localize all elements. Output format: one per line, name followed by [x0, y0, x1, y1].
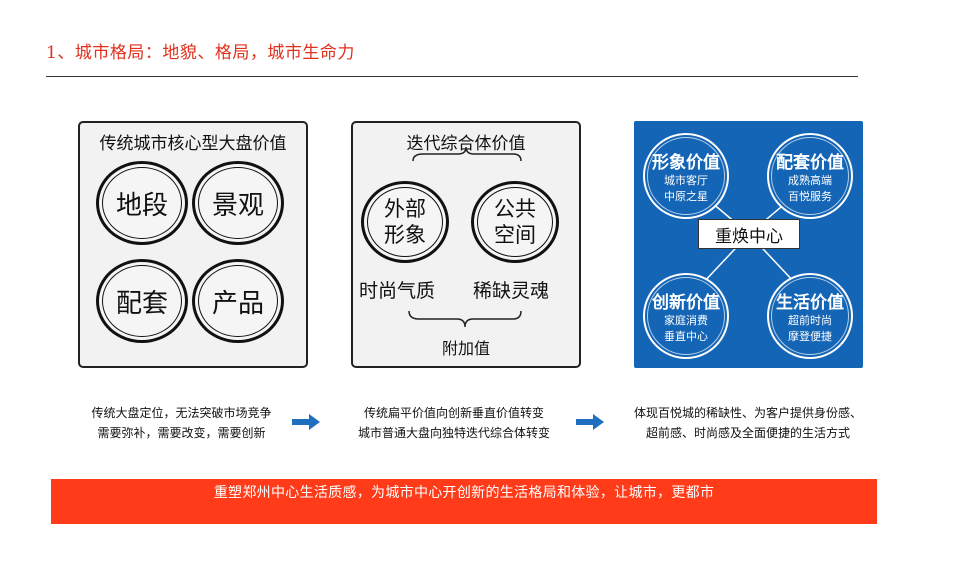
panel-revitalize-center: 形象价值 城市客厅 中原之星 配套价值 成熟高端 百悦服务 创新价值 家庭消费 …: [634, 121, 863, 368]
circle-location: 地段: [96, 161, 188, 245]
caption-2: 传统扁平价值向创新垂直价值转变 城市普通大盘向独特迭代综合体转变: [357, 406, 550, 440]
panel-complex-value: 迭代综合体价值 外部形象 公共空间 时尚气质 稀缺灵魂 附加值: [351, 121, 581, 368]
node-image-value: 形象价值 城市客厅 中原之星: [643, 133, 729, 219]
summary-banner: 重塑郑州中心生活质感，为城市中心开创新的生活格局和体验，让城市，更都市: [51, 479, 877, 524]
panel-heading: 迭代综合体价值: [406, 134, 526, 154]
arrow-right-icon: [576, 414, 604, 430]
circle-public-space: 公共空间: [471, 181, 559, 263]
caption-3: 体现百悦城的稀缺性、为客户提供身份感、 超前感、时尚感及全面便捷的生活方式: [633, 406, 862, 440]
caption-1: 传统大盘定位，无法突破市场竞争 需要弥补，需要改变，需要创新: [91, 406, 272, 440]
bracket-lines: [408, 146, 522, 328]
sub-fashion-temperament: 时尚气质: [359, 280, 436, 302]
title-divider: [46, 76, 858, 77]
arrow-right-icon: [292, 414, 320, 430]
node-amenity-value: 配套价值 成熟高端 百悦服务: [767, 133, 853, 219]
sub-scarce-soul: 稀缺灵魂: [473, 280, 550, 302]
node-life-value: 生活价值 超前时尚 摩登便捷: [767, 273, 853, 359]
panel-heading: 传统城市核心型大盘价值: [99, 134, 287, 154]
circle-amenities: 配套: [96, 259, 188, 343]
panel-footer: 附加值: [441, 339, 490, 358]
circle-product: 产品: [192, 259, 284, 343]
circle-external-image: 外部形象: [361, 181, 449, 263]
center-label: 重焕中心: [698, 219, 800, 249]
page-title: 1、城市格局：地貌、格局，城市生命力: [46, 43, 355, 63]
panel-traditional-value: 传统城市核心型大盘价值 地段 景观 配套 产品: [78, 121, 308, 368]
node-innovation-value: 创新价值 家庭消费 垂直中心: [643, 273, 729, 359]
circle-landscape: 景观: [192, 161, 284, 245]
